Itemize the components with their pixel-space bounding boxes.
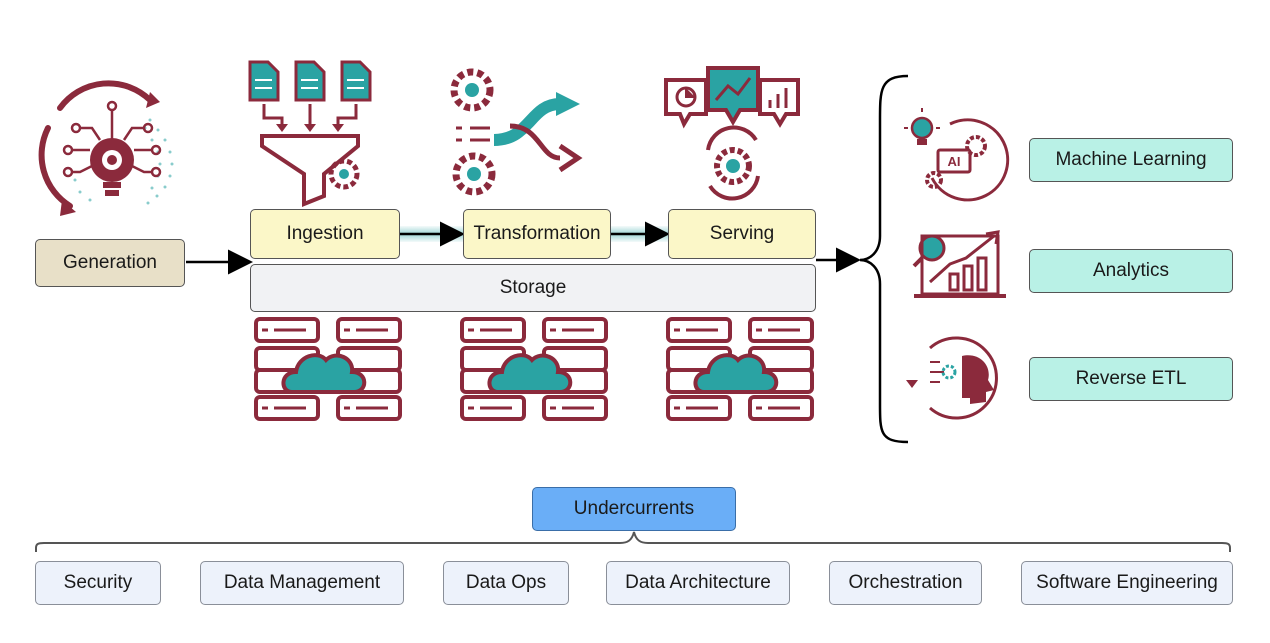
undercurrent-label: Data Architecture [625, 572, 771, 593]
ai-brain-icon: AI [904, 108, 1010, 202]
outputs-brace [859, 74, 909, 444]
undercurrent-data-architecture: Data Architecture [606, 561, 790, 605]
transformation-gears-icon [450, 68, 583, 196]
analytics-chart-icon [912, 230, 1006, 298]
stage-ingestion-label: Ingestion [286, 223, 364, 244]
undercurrent-label: Orchestration [848, 572, 963, 593]
storage-label: Storage [499, 277, 567, 298]
stage-ingestion: Ingestion [250, 209, 400, 259]
stage-transformation: Transformation [463, 209, 611, 259]
stage-serving: Serving [668, 209, 816, 259]
undercurrent-software-engineering: Software Engineering [1021, 561, 1233, 605]
stage-transformation-label: Transformation [473, 223, 601, 244]
undercurrents-brace [35, 531, 1231, 552]
ingestion-funnel-icon [248, 60, 372, 207]
output-machine-learning: Machine Learning [1029, 138, 1233, 182]
cloud-server-icon [254, 317, 402, 421]
output-reverse-etl-label: Reverse ETL [1075, 368, 1187, 389]
undercurrent-orchestration: Orchestration [829, 561, 982, 605]
output-reverse-etl: Reverse ETL [1029, 357, 1233, 401]
undercurrents-title-box: Undercurrents [532, 487, 736, 531]
svg-text:AI: AI [948, 154, 961, 169]
generation-lightbulb-icon [38, 80, 174, 216]
undercurrents-title: Undercurrents [573, 498, 695, 519]
undercurrent-label: Data Ops [465, 572, 547, 593]
serving-dashboard-icon [664, 66, 800, 201]
undercurrent-label: Data Management [223, 572, 381, 593]
head-gear-icon [906, 336, 998, 420]
generation-box: Generation [35, 239, 185, 287]
undercurrent-security: Security [35, 561, 161, 605]
output-analytics-label: Analytics [1092, 260, 1170, 281]
output-machine-learning-label: Machine Learning [1055, 149, 1207, 170]
undercurrent-label: Software Engineering [1036, 572, 1218, 593]
flow-arrows [186, 221, 861, 275]
generation-label: Generation [62, 252, 157, 273]
storage-servers [254, 317, 814, 421]
undercurrent-label: Security [63, 572, 133, 593]
output-analytics: Analytics [1029, 249, 1233, 293]
undercurrent-data-ops: Data Ops [443, 561, 569, 605]
undercurrent-data-management: Data Management [200, 561, 404, 605]
storage-box: Storage [250, 264, 816, 312]
stage-serving-label: Serving [709, 223, 775, 244]
